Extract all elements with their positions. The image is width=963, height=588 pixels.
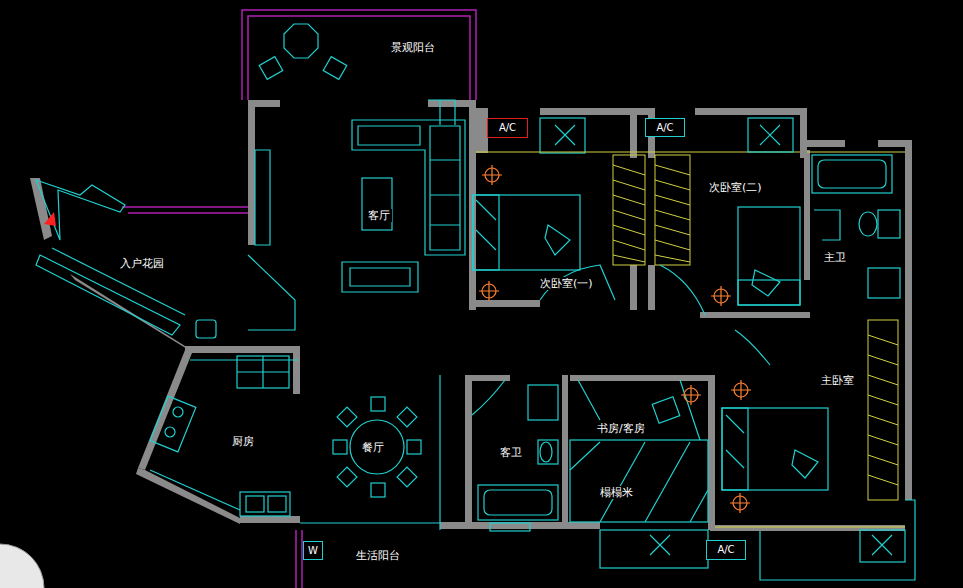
room-label: 次卧室(一)	[538, 277, 595, 290]
box-text: A/C	[717, 544, 734, 556]
washer-box: W	[303, 541, 323, 560]
box-text: A/C	[656, 122, 673, 134]
room-label: 餐厅	[360, 441, 386, 454]
room-label: 生活阳台	[354, 549, 402, 562]
room-label: 书房/客房	[595, 422, 647, 435]
box-text: A/C	[499, 122, 516, 134]
room-label: 榻榻米	[598, 486, 635, 499]
box-text: W	[308, 545, 318, 557]
room-label: 入户花园	[118, 257, 166, 270]
room-label: 客卫	[498, 446, 524, 459]
room-label: 主卧室	[819, 374, 856, 387]
room-label: 厨房	[230, 435, 256, 448]
room-label: 客厅	[366, 209, 392, 222]
room-label: 次卧室(二)	[707, 181, 764, 194]
ac-unit-box: A/C	[706, 540, 746, 560]
ac-unit-box: A/C	[487, 118, 528, 138]
room-label: 主卫	[822, 251, 848, 264]
room-label: 景观阳台	[389, 41, 437, 54]
ac-unit-box: A/C	[645, 118, 685, 137]
